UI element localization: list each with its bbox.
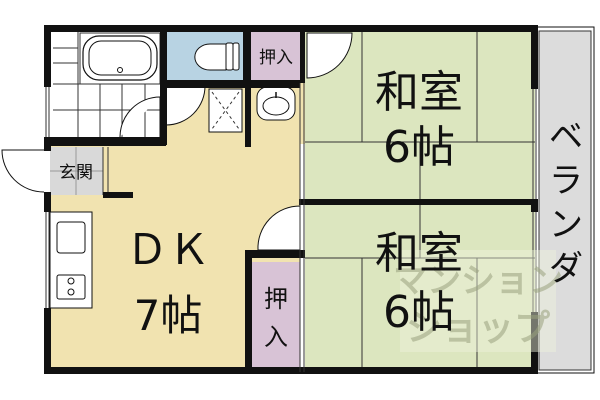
- entrance-door-swing-icon: [1, 149, 45, 193]
- watermark-logo: マンション ショップ: [393, 250, 563, 352]
- washer-space: [208, 88, 243, 133]
- toilet-door-swing-icon: [165, 85, 206, 126]
- bathroom: [50, 31, 163, 138]
- sink-icon: [56, 221, 86, 254]
- veranda-label-2: ラ: [549, 161, 583, 201]
- washitsu-lower-size: 6帖: [383, 287, 455, 338]
- veranda-label-1: ベ: [549, 117, 583, 157]
- washbasin-icon: [256, 86, 296, 121]
- svg-text:マンション: マンション: [393, 261, 563, 301]
- closet-upper-label: 押入: [259, 48, 293, 68]
- kitchen-counter: [49, 211, 93, 309]
- closet-door-swing-icon: [257, 205, 301, 251]
- veranda-label-3: ン: [549, 205, 583, 245]
- veranda: [535, 26, 595, 374]
- toilet-room: [166, 31, 244, 81]
- dk-size-label: 7帖: [134, 291, 203, 340]
- toilet-icon: [194, 42, 240, 71]
- washitsu-upper-size: 6帖: [383, 122, 455, 173]
- closet-upper: [251, 31, 300, 81]
- closet-lower-label-bottom: 入: [264, 323, 288, 351]
- washitsu-upper-name: 和室: [375, 67, 463, 118]
- svg-text:ショップ: ショップ: [406, 308, 550, 349]
- stove-icon: [56, 274, 86, 300]
- genkan: [50, 147, 109, 195]
- closet-lower-label-top: 押: [264, 285, 288, 313]
- washitsu-door-swing-icon: [306, 32, 353, 79]
- genkan-label: 玄関: [59, 163, 93, 183]
- washitsu-lower-name: 和室: [375, 228, 463, 279]
- walls: [44, 25, 538, 374]
- dk-name-label: ＤＫ: [126, 225, 210, 274]
- veranda-label-4: ダ: [549, 249, 583, 289]
- closet-lower: [252, 262, 300, 369]
- washitsu-lower: [305, 204, 535, 369]
- bathtub-icon: [82, 35, 158, 81]
